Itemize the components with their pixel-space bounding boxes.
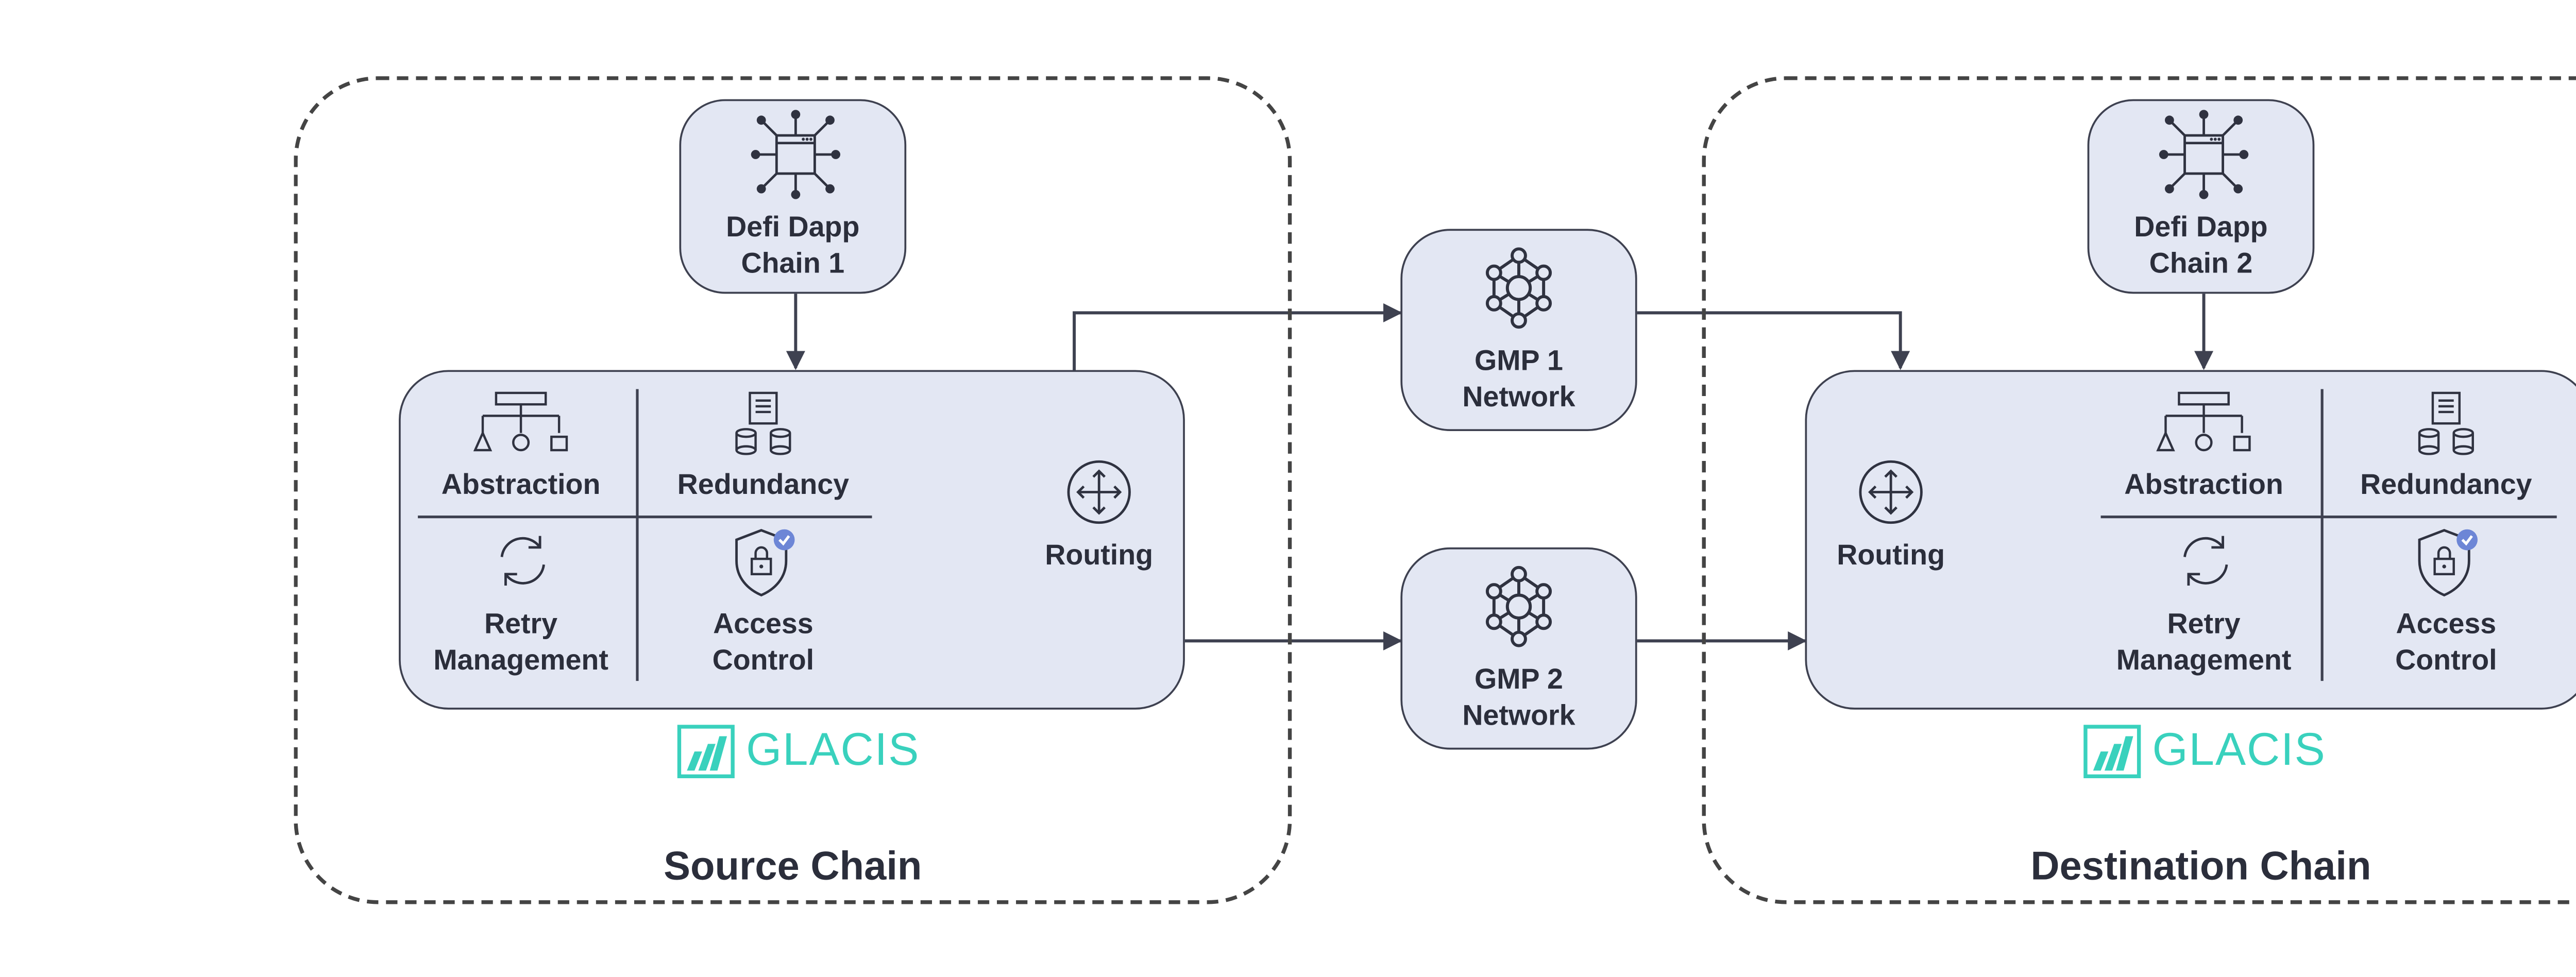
- dapp-network-icon: [2159, 110, 2249, 199]
- glacis-wordmark: GLACIS: [2152, 725, 2326, 777]
- glacis-wordmark: GLACIS: [746, 725, 920, 777]
- retry-management-label: Retry Management: [433, 608, 608, 677]
- glacis-logo: GLACIS: [677, 725, 920, 779]
- destination-feature-grid: [2100, 389, 2557, 681]
- dapp-chain2-label: Defi Dapp Chain 2: [2134, 212, 2268, 281]
- network-graph-icon: [1485, 565, 1552, 647]
- dapp-network-icon: [751, 110, 841, 199]
- verified-badge-icon: [773, 529, 795, 551]
- arrow-gmp1-to-destination: [1637, 311, 1910, 370]
- dapp-chain1-label: Defi Dapp Chain 1: [726, 212, 860, 281]
- redundancy-label: Redundancy: [2360, 469, 2532, 502]
- shield-lock-icon: [2418, 528, 2478, 597]
- database-doc-icon: [735, 391, 791, 455]
- redundancy-label: Redundancy: [677, 469, 850, 502]
- database-doc-icon: [2418, 391, 2474, 455]
- abstraction-label: Abstraction: [2124, 469, 2283, 502]
- glacis-logo: GLACIS: [2083, 725, 2326, 779]
- source-chain-title: Source Chain: [664, 845, 922, 889]
- hierarchy-icon: [473, 391, 568, 452]
- access-control-label: Access Control: [712, 608, 815, 677]
- destination-chain-title: Destination Chain: [2030, 845, 2371, 889]
- network-graph-icon: [1485, 247, 1552, 329]
- source-feature-grid: [418, 389, 872, 681]
- access-control-label: Access Control: [2395, 608, 2497, 677]
- glacis-logo-icon: [2083, 725, 2141, 779]
- abstraction-label: Abstraction: [441, 469, 601, 502]
- routing-label: Routing: [1045, 540, 1154, 573]
- destination-glacis-module: [1805, 370, 2576, 710]
- routing-icon: [1067, 460, 1131, 524]
- source-chain-container: [294, 76, 1292, 904]
- verified-badge-icon: [2456, 529, 2478, 551]
- shield-lock-icon: [735, 528, 795, 597]
- retry-management-label: Retry Management: [2116, 608, 2292, 677]
- hierarchy-icon: [2156, 391, 2251, 452]
- gmp1-network-label: GMP 1 Network: [1462, 345, 1575, 414]
- destination-chain-container: [1702, 76, 2576, 904]
- glacis-logo-icon: [677, 725, 735, 779]
- gmp2-network-label: GMP 2 Network: [1462, 663, 1575, 733]
- retry-icon: [500, 536, 545, 586]
- routing-icon: [1859, 460, 1923, 524]
- routing-label: Routing: [1837, 540, 1945, 573]
- retry-icon: [2183, 536, 2228, 586]
